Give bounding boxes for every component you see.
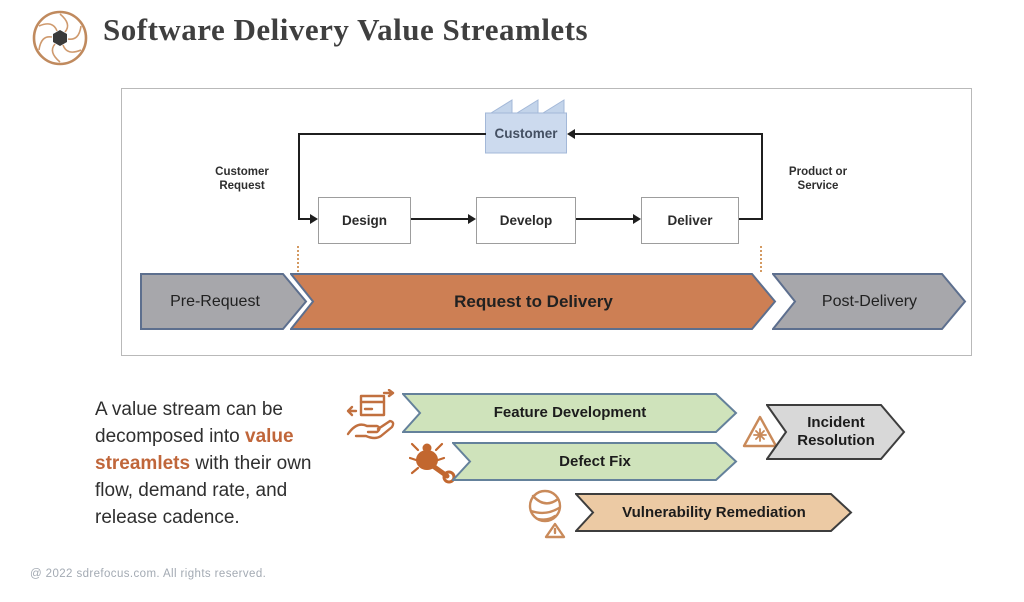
arrowhead-into-customer <box>567 129 575 139</box>
streamlet-label-vulnerability-remediation: Vulnerability Remediation <box>622 503 806 521</box>
incident-triangle-icon <box>742 415 778 448</box>
streamlet-chevron-incident-resolution <box>766 404 906 460</box>
stage-label-request-to-delivery: Request to Delivery <box>454 291 613 311</box>
caption-text: A value stream can be decomposed into va… <box>95 396 317 531</box>
copyright-text: @ 2022 sdrefocus.com. All rights reserve… <box>30 568 267 580</box>
streamlet-label-incident-resolution: Incident Resolution <box>797 414 875 449</box>
hand-box-icon <box>346 389 395 440</box>
aperture-icon <box>32 10 88 66</box>
process-box-deliver: Deliver <box>641 197 739 244</box>
streamlet-chevron-defect-fix <box>452 442 738 481</box>
dotted-line-right <box>760 246 762 272</box>
streamlet-chevron-vulnerability-remediation <box>575 493 853 532</box>
flow-line-into-design <box>298 218 311 220</box>
flow-line-left-vertical <box>298 133 300 220</box>
streamlet-label-defect-fix: Defect Fix <box>559 452 631 470</box>
stage-chevron-request-to-delivery <box>290 273 777 330</box>
stage-chevron-pre-request <box>140 273 308 330</box>
customer-node-label: Customer <box>494 125 558 141</box>
process-box-develop: Develop <box>476 197 576 244</box>
streamlet-chevron-feature-development <box>402 393 738 433</box>
caption-highlight: value streamlets <box>95 426 294 474</box>
flow-line-develop-deliver <box>576 218 634 220</box>
customer-request-label: Customer Request <box>215 166 269 192</box>
customer-factory-icon <box>485 99 567 154</box>
flow-line-top-right <box>574 133 763 135</box>
flow-line-design-develop <box>411 218 469 220</box>
arrowhead-into-develop <box>468 214 476 224</box>
vulnerability-icon <box>528 489 566 539</box>
process-box-design: Design <box>318 197 411 244</box>
caption-part2: with their own flow, demand rate, and re… <box>95 453 312 528</box>
dotted-line-left <box>297 246 299 272</box>
value-stream-diagram-panel: Customer Design Develop Deliver Customer… <box>121 88 972 356</box>
flow-line-top-left <box>298 133 486 135</box>
flow-line-right-vertical <box>761 133 763 220</box>
stage-label-pre-request: Pre-Request <box>170 292 260 310</box>
stage-chevron-post-delivery <box>772 273 967 330</box>
flow-line-deliver-out <box>739 218 763 220</box>
arrowhead-into-deliver <box>633 214 641 224</box>
arrowhead-into-design <box>310 214 318 224</box>
bug-wrench-icon <box>409 442 456 484</box>
product-or-service-label: Product or Service <box>788 166 848 192</box>
caption-part1: A value stream can be decomposed into <box>95 399 283 447</box>
page-title: Software Delivery Value Streamlets <box>103 12 589 47</box>
stage-label-post-delivery: Post-Delivery <box>821 292 918 310</box>
streamlet-label-feature-development: Feature Development <box>493 404 647 421</box>
